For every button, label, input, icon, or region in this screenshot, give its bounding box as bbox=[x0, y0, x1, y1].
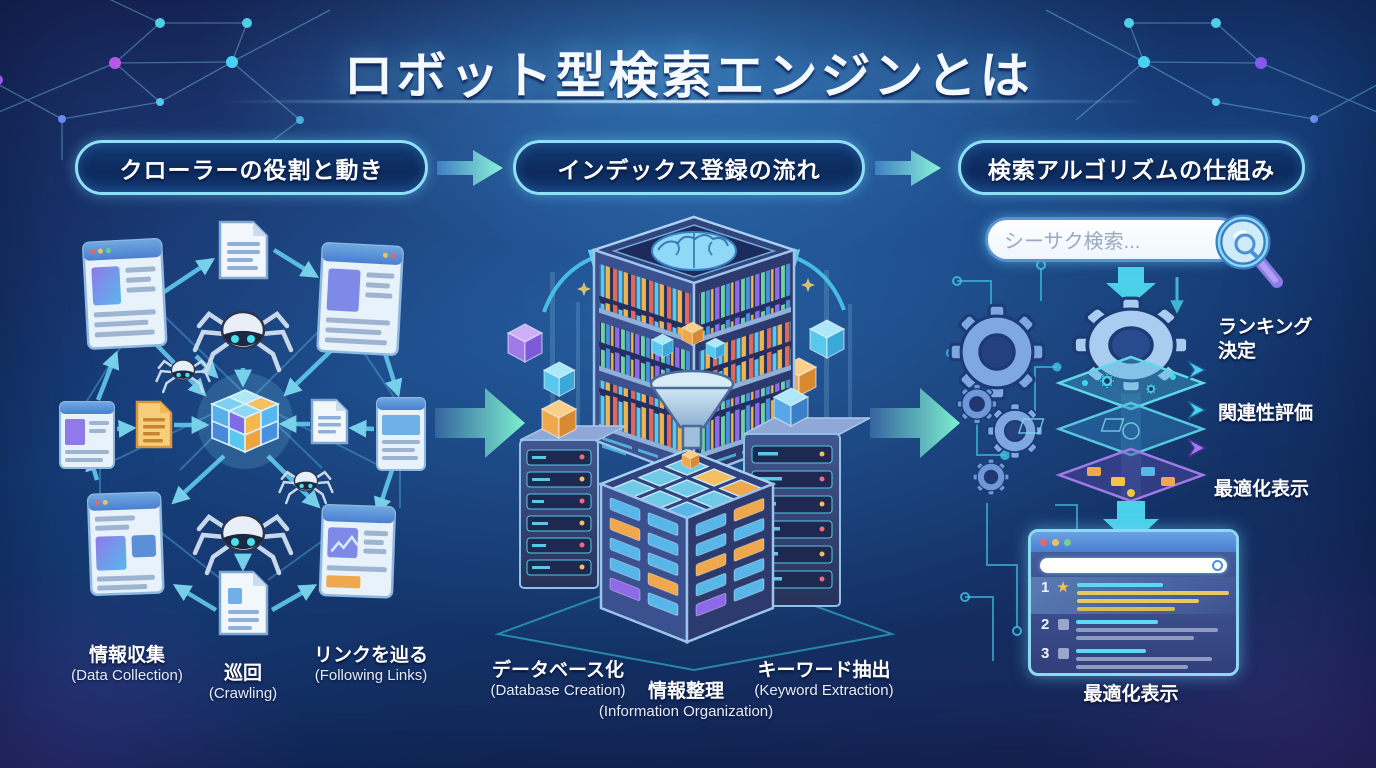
section-flow-arrow-icon bbox=[435, 388, 525, 458]
rank-number: 1 bbox=[1041, 579, 1050, 596]
result-thumbnail bbox=[1058, 648, 1069, 659]
window-dot-green bbox=[1064, 538, 1071, 546]
funnel-icon bbox=[649, 321, 735, 470]
network-decoration-right bbox=[1045, 9, 1376, 123]
caption-keyword-extraction: キーワード抽出(Keyword Extraction) bbox=[754, 660, 894, 699]
rank-number: 3 bbox=[1041, 645, 1050, 662]
result-row-1[interactable]: 1 ★ bbox=[1031, 577, 1236, 614]
page-title: ロボット型検索エンジンとは bbox=[343, 48, 1033, 104]
title-light-streak bbox=[220, 100, 1150, 103]
section-header-algorithm: 検索アルゴリズムの仕組み bbox=[958, 140, 1305, 195]
window-dot-yellow bbox=[1052, 538, 1059, 546]
data-cube-icon bbox=[197, 373, 293, 469]
caption-following-links: リンクを辿る(Following Links) bbox=[313, 645, 429, 684]
down-arrow-icon bbox=[1106, 267, 1184, 314]
search-placeholder: シーサク検索... bbox=[1004, 231, 1141, 253]
brain-icon bbox=[651, 231, 737, 271]
step-label-ranking: ランキング決定 bbox=[1218, 317, 1313, 362]
database-block bbox=[597, 448, 777, 644]
crawler-web-diagram bbox=[59, 220, 426, 636]
search-results-window: 1 ★ 2 3 bbox=[1028, 529, 1239, 676]
webpage-node bbox=[59, 237, 426, 599]
caption-data-collection: 情報収集(Data Collection) bbox=[71, 645, 183, 684]
floating-cube-icon bbox=[506, 319, 846, 398]
crawler-spider-icon bbox=[155, 310, 334, 576]
caption-optimized-display: 最適化表示 bbox=[1083, 684, 1179, 705]
magnifier-icon[interactable] bbox=[1205, 210, 1290, 300]
result-row-3[interactable]: 3 bbox=[1031, 643, 1236, 672]
down-arrow-icon bbox=[1103, 501, 1159, 545]
step-label-relevance: 関連性評価 bbox=[1218, 403, 1314, 424]
caption-database-creation: データベース化(Database Creation) bbox=[490, 660, 626, 699]
result-row-2[interactable]: 2 bbox=[1031, 614, 1236, 643]
star-icon: ★ bbox=[1056, 579, 1070, 596]
step-label-optimized: 最適化表示 bbox=[1214, 479, 1310, 500]
indexing-diagram bbox=[494, 215, 896, 672]
section-header-indexing: インデックス登録の流れ bbox=[513, 140, 865, 195]
window-dot-red bbox=[1040, 538, 1047, 546]
search-icon bbox=[1212, 560, 1223, 571]
rank-number: 2 bbox=[1041, 616, 1050, 633]
result-thumbnail bbox=[1058, 619, 1069, 630]
header-flow-arrow-icon bbox=[875, 150, 941, 186]
caption-crawling: 巡回(Crawling) bbox=[208, 663, 278, 702]
section-flow-arrow-icon bbox=[870, 388, 960, 458]
document-icon bbox=[135, 220, 349, 636]
algorithm-diagram bbox=[946, 260, 1207, 661]
search-input[interactable]: シーサク検索... bbox=[985, 217, 1241, 262]
window-titlebar bbox=[1031, 532, 1236, 552]
step-chevron-icon bbox=[1187, 360, 1207, 458]
caption-information-organization: 情報整理(Information Organization) bbox=[598, 681, 774, 720]
header-flow-arrow-icon bbox=[437, 150, 503, 186]
library-tower bbox=[590, 215, 798, 480]
section-header-crawler: クローラーの役割と動き bbox=[75, 140, 428, 195]
platform-glow bbox=[494, 560, 896, 672]
layer-stack bbox=[1017, 355, 1207, 503]
result-search-field[interactable] bbox=[1040, 558, 1227, 573]
